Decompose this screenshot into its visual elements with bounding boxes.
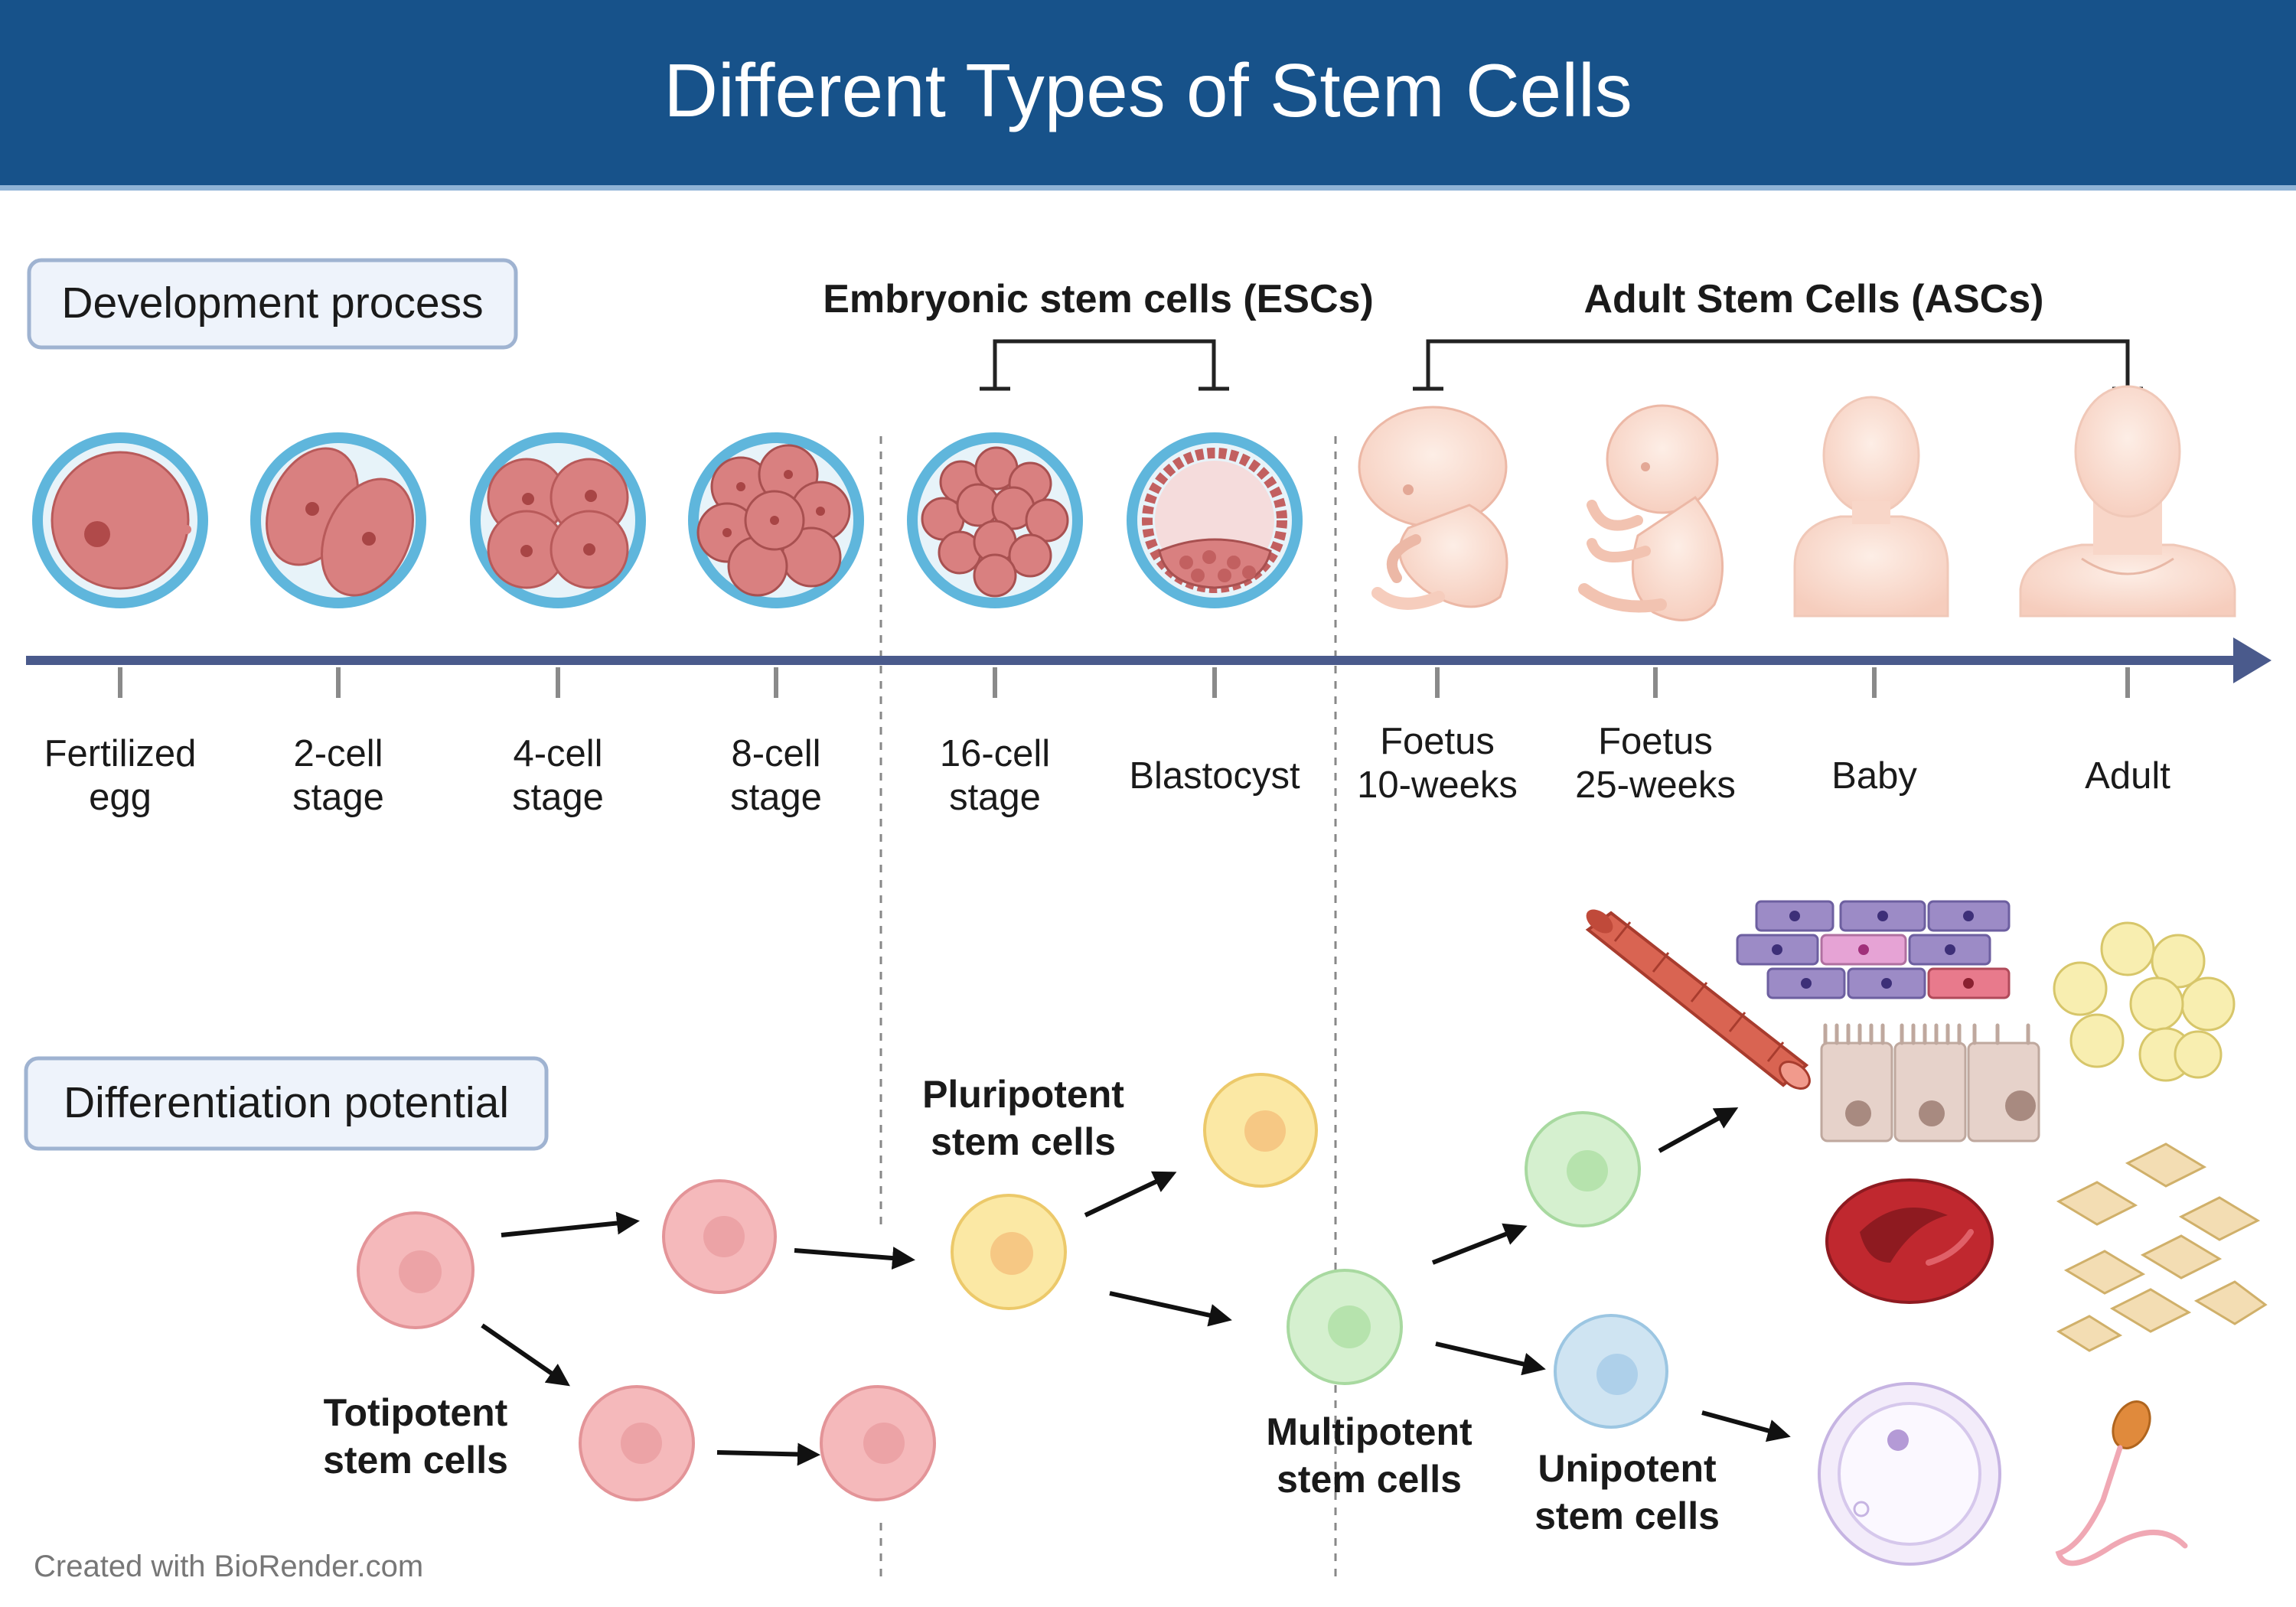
pluripotent-cell <box>951 1194 1067 1310</box>
totipotent-label-line2: stem cells <box>323 1439 508 1482</box>
stage-label-line: 10-weeks <box>1357 764 1518 806</box>
differentiation-potential-box <box>24 1056 549 1151</box>
two-cell-illustration <box>250 432 426 608</box>
unipotent-label-line1: Unipotent <box>1538 1447 1717 1490</box>
baby-illustration <box>1793 396 1949 618</box>
stage-label-line: 8-cell <box>731 733 820 774</box>
stage-label-line: Blastocyst <box>1129 755 1300 797</box>
differentiation-potential-label: Differentiation potential <box>64 1078 509 1127</box>
esc-bracket <box>980 339 1229 391</box>
totipotent-cell-origin <box>357 1211 475 1329</box>
stage-label-line: 16-cell <box>940 733 1050 774</box>
foetus-10-weeks-illustration <box>1358 406 1508 610</box>
stage-label-line: 4-cell <box>513 733 602 774</box>
multipotent-label-line1: Multipotent <box>1266 1410 1473 1453</box>
stage-label-line: 25-weeks <box>1575 764 1736 806</box>
fertilized-egg-illustration <box>32 432 208 608</box>
title-banner <box>0 0 2296 185</box>
page-title: Different Types of Stem Cells <box>664 48 1632 132</box>
stage-label-line: egg <box>89 777 152 818</box>
intestinal-epithelium-illustration <box>1820 1023 2040 1143</box>
fibroblast-network-illustration <box>2056 1143 2268 1352</box>
pluripotent-label-line1: Pluripotent <box>922 1073 1124 1116</box>
totipotent-cell-lower-right <box>820 1385 936 1501</box>
stage-label-line: Foetus <box>1380 721 1495 762</box>
stage-label-line: Baby <box>1831 755 1917 797</box>
stage-label-line: Fertilized <box>44 733 197 774</box>
adult-illustration <box>2019 385 2236 618</box>
asc-bracket <box>1413 339 2143 391</box>
stage-label-line: Foetus <box>1598 721 1713 762</box>
stage-label-line: stage <box>949 777 1041 818</box>
foetus-25-weeks-illustration <box>1578 404 1724 621</box>
development-process-box <box>27 258 518 350</box>
sixteen-cell-illustration <box>907 432 1083 608</box>
pluripotent-label-line2: stem cells <box>931 1120 1116 1163</box>
differentiation-arrows <box>481 1107 1791 1466</box>
stage-label-line: stage <box>512 777 604 818</box>
red-blood-cell-illustration <box>1825 1178 1994 1304</box>
stage-labels: Fertilizedegg2-cellstage4-cellstage8-cel… <box>44 721 2171 818</box>
timeline-ticks <box>118 667 2130 698</box>
esc-heading: Embryonic stem cells (ESCs) <box>823 277 1374 321</box>
title-banner-edge <box>0 185 2296 191</box>
unipotent-cell <box>1554 1314 1668 1429</box>
stage-label-line: stage <box>730 777 822 818</box>
asc-heading: Adult Stem Cells (ASCs) <box>1584 277 2044 321</box>
timeline-arrowhead <box>2233 637 2272 683</box>
totipotent-cell-upper <box>662 1179 777 1294</box>
muscle-fiber-illustration <box>1585 909 1811 1090</box>
stage-label-line: 2-cell <box>293 733 383 774</box>
eight-cell-illustration <box>688 432 864 608</box>
epithelial-tissue-illustration <box>1736 900 2011 999</box>
sperm-cell-illustration <box>2055 1400 2188 1566</box>
totipotent-label-line1: Totipotent <box>324 1391 508 1434</box>
pluripotent-cell-upper <box>1203 1073 1318 1188</box>
unipotent-label-line2: stem cells <box>1534 1495 1720 1537</box>
stage-label-line: stage <box>292 777 384 818</box>
development-process-label: Development process <box>61 279 483 328</box>
multipotent-cell <box>1287 1269 1403 1385</box>
credit-text: Created with BioRender.com <box>34 1550 423 1583</box>
multipotent-label-line2: stem cells <box>1277 1458 1462 1501</box>
totipotent-cell-lower-left <box>579 1385 695 1501</box>
stage-label-line: Adult <box>2085 755 2170 797</box>
oocyte-illustration <box>1818 1382 2001 1566</box>
adipocyte-cluster-illustration <box>2053 921 2236 1082</box>
multipotent-cell-upper <box>1525 1111 1641 1227</box>
blastocyst-illustration <box>1127 432 1303 608</box>
four-cell-illustration <box>470 432 646 608</box>
